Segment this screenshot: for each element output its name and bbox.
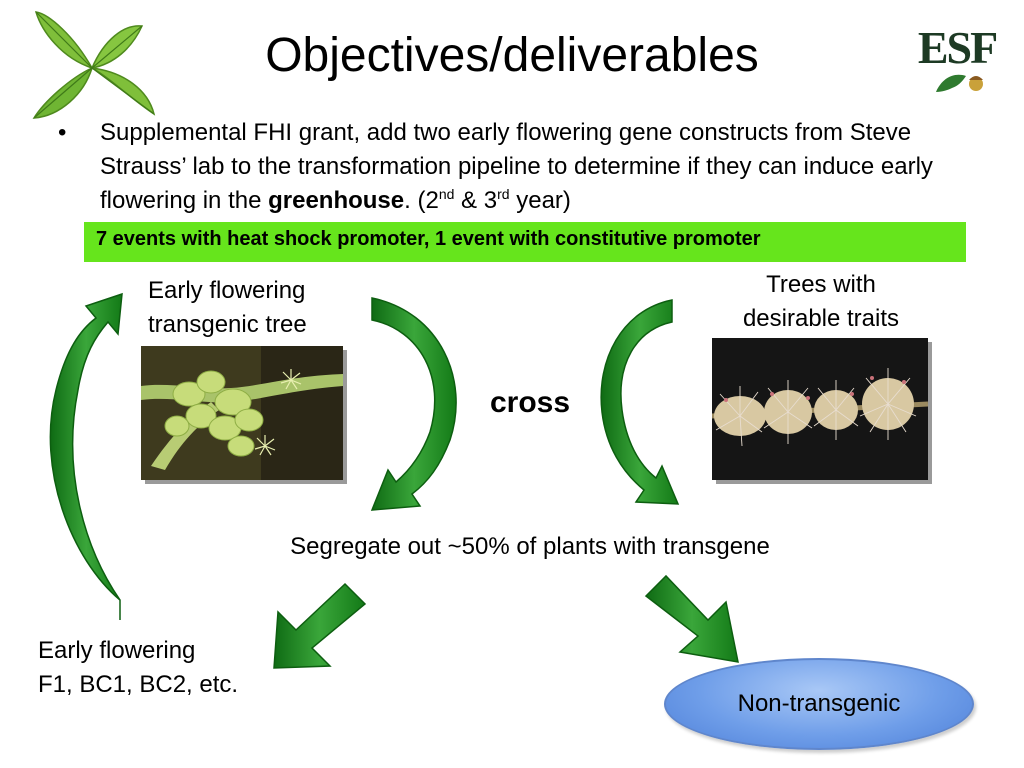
esf-logo-text: ESF (917, 22, 998, 73)
curved-arrow-center-right (600, 299, 680, 505)
label-cross: cross (489, 386, 571, 419)
label-early-flowering-generations: Early flowering F1, BC1, BC2, etc. (38, 634, 298, 702)
slide-title: Objectives/deliverables (265, 29, 759, 82)
bullet-text: Supplemental FHI grant, add two early fl… (100, 116, 970, 218)
bullet-marker: • (58, 119, 67, 146)
label-line: desirable traits (742, 305, 900, 332)
superscript-rd: rd (497, 186, 510, 202)
label-line: transgenic tree (148, 311, 307, 338)
label-desirable-trees: Trees with desirable traits (716, 268, 926, 336)
label-early-flowering-tree: Early flowering transgenic tree (148, 274, 348, 342)
non-transgenic-label: Non-transgenic (737, 690, 901, 717)
label-line: F1, BC1, BC2, etc. (38, 671, 239, 698)
photo-desirable-trees (712, 338, 928, 480)
bullet-text-part: & 3 (454, 187, 498, 214)
bullet-text-part: Supplemental FHI grant, add two early fl… (100, 119, 933, 214)
photo-transgenic-tree (141, 346, 343, 480)
bullet-text-part: year) (509, 187, 571, 214)
superscript-nd: nd (438, 186, 455, 202)
label-line: Trees with (766, 271, 876, 298)
label-line: Early flowering (148, 277, 306, 304)
arrow-down-left (273, 582, 367, 669)
esf-logo: ESF (912, 24, 1002, 96)
oak-leaf-icon (936, 74, 983, 92)
curved-arrow-center-left (370, 297, 457, 511)
bullet-bold-word: greenhouse (268, 187, 405, 214)
label-line: Early flowering (38, 637, 196, 664)
label-segregate: Segregate out ~50% of plants with transg… (290, 533, 770, 560)
non-transgenic-oval: Non-transgenic (664, 658, 974, 750)
bullet-text-part: . (2 (404, 187, 439, 214)
arrow-down-right (644, 574, 739, 663)
curved-arrow-left (49, 292, 123, 620)
highlight-banner: 7 events with heat shock promoter, 1 eve… (84, 222, 966, 262)
leaf-logo (32, 11, 156, 119)
